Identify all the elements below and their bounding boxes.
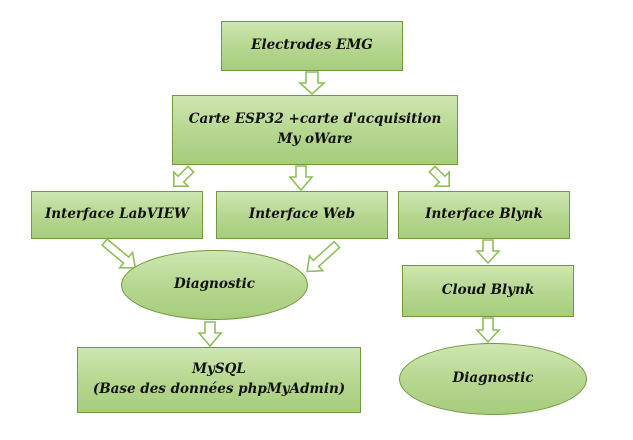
arrow-carte-to-labview (173, 165, 195, 187)
node-interface-web: Interface Web (216, 191, 388, 239)
node-diagnostic-right: Diagnostic (399, 343, 587, 415)
node-cloud-blynk: Cloud Blynk (402, 265, 574, 317)
node-mysql-line1: MySQL (192, 361, 246, 378)
node-diagnostic-right-label: Diagnostic (452, 370, 534, 387)
arrow-carte-to-blynk (428, 165, 450, 187)
node-carte-esp32: Carte ESP32 +carte d'acquisition My oWar… (172, 95, 458, 165)
arrow-diagnostic-to-mysql (197, 321, 223, 348)
node-cloud-blynk-label: Cloud Blynk (441, 282, 535, 299)
node-interface-blynk: Interface Blynk (398, 191, 570, 239)
node-electrodes-emg: Electrodes EMG (221, 21, 403, 71)
node-carte-line1: Carte ESP32 +carte d'acquisition (188, 111, 442, 128)
node-blynk-label: Interface Blynk (425, 206, 543, 223)
arrow-cloud-to-diagnostic (475, 317, 501, 344)
node-mysql: MySQL (Base des données phpMyAdmin) (77, 347, 361, 413)
node-electrodes-label: Electrodes EMG (251, 37, 373, 54)
node-mysql-line2: (Base des données phpMyAdmin) (92, 381, 346, 397)
node-carte-line2: My oWare (277, 131, 353, 147)
node-web-label: Interface Web (248, 206, 356, 223)
arrow-labview-to-diagnostic (100, 237, 137, 269)
arrow-electrodes-to-carte (297, 71, 327, 96)
node-labview-label: Interface LabVIEW (44, 206, 190, 223)
arrow-carte-to-web (288, 165, 314, 192)
arrow-blynk-to-cloud (475, 239, 501, 265)
arrow-web-to-diagnostic (306, 240, 341, 273)
node-interface-labview: Interface LabVIEW (31, 191, 203, 239)
node-diagnostic-left-label: Diagnostic (173, 276, 256, 293)
node-diagnostic-left: Diagnostic (121, 250, 308, 320)
